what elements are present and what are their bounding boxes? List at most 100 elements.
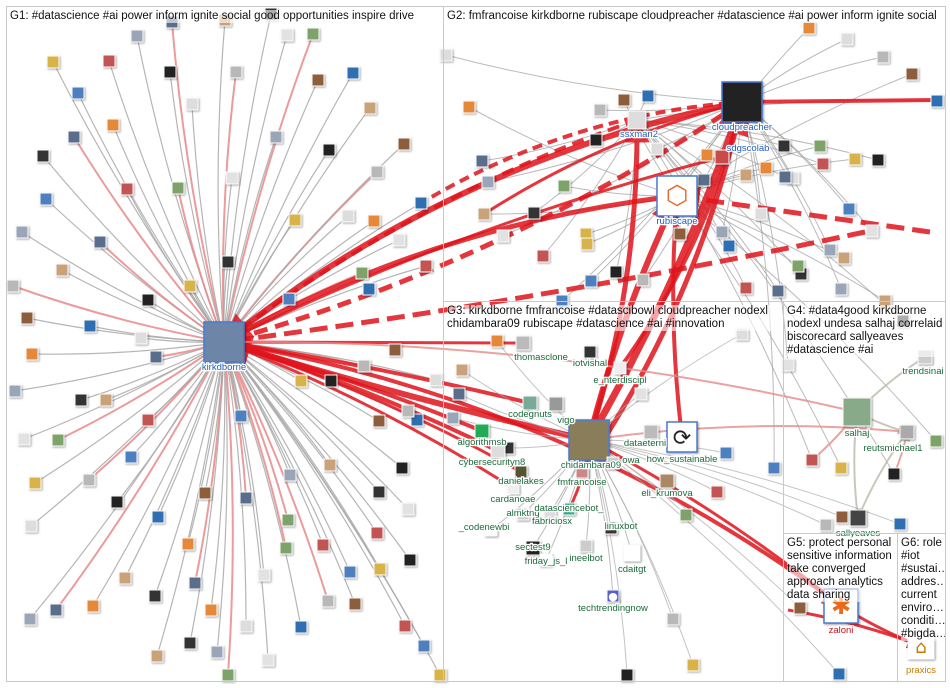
node-avatar[interactable]	[324, 374, 338, 388]
node-rubiscape[interactable]	[656, 175, 698, 217]
node-avatar[interactable]	[261, 653, 275, 667]
node-techtrendingnow[interactable]	[606, 589, 620, 603]
node-avatar[interactable]	[446, 411, 460, 425]
node-avatar[interactable]	[311, 73, 325, 87]
node-avatar[interactable]	[71, 86, 85, 100]
node-sallyeaves[interactable]	[849, 509, 867, 527]
node-avatar[interactable]	[151, 510, 165, 524]
node-vigo[interactable]	[548, 396, 564, 412]
node-avatar[interactable]	[55, 263, 69, 277]
node-cybersecurityn8[interactable]	[490, 443, 506, 459]
node-avatar[interactable]	[455, 363, 469, 377]
node-avatar[interactable]	[388, 343, 402, 357]
node-avatar[interactable]	[754, 207, 768, 221]
node-avatar[interactable]	[362, 282, 376, 296]
node-avatar[interactable]	[234, 409, 248, 423]
node-avatar[interactable]	[403, 553, 417, 567]
node-avatar[interactable]	[288, 213, 302, 227]
node-avatar[interactable]	[51, 433, 65, 447]
node-avatar[interactable]	[697, 173, 711, 187]
node-avatar[interactable]	[355, 266, 369, 280]
node-avatar[interactable]	[930, 94, 944, 108]
node-avatar[interactable]	[183, 636, 197, 650]
node-avatar[interactable]	[871, 153, 885, 167]
node-avatar[interactable]	[496, 229, 510, 243]
node-avatar[interactable]	[372, 485, 386, 499]
node-avatar[interactable]	[419, 259, 433, 273]
node-iotvishal[interactable]	[583, 345, 597, 359]
node-avatar[interactable]	[367, 214, 381, 228]
node-avatar[interactable]	[221, 255, 235, 269]
node-avatar[interactable]	[580, 237, 594, 251]
node-avatar[interactable]	[620, 668, 634, 682]
node-avatar[interactable]	[46, 55, 60, 69]
node-fabriciosx[interactable]	[543, 506, 557, 520]
node-avatar[interactable]	[557, 179, 571, 193]
node-avatar[interactable]	[771, 284, 785, 298]
node-avatar[interactable]	[840, 32, 854, 46]
node-avatar[interactable]	[477, 207, 491, 221]
node-avatar[interactable]	[257, 568, 271, 582]
node-avatar[interactable]	[893, 517, 907, 531]
node-avatar[interactable]	[617, 93, 631, 107]
node-avatar[interactable]	[6, 279, 20, 293]
node-avatar[interactable]	[781, 358, 795, 372]
node-algorithmsb[interactable]	[474, 423, 490, 439]
node-avatar[interactable]	[609, 265, 623, 279]
node-avatar[interactable]	[767, 461, 781, 475]
node-avatar[interactable]	[475, 154, 489, 168]
node-sdgscolab[interactable]	[714, 149, 730, 165]
node-avatar[interactable]	[584, 274, 598, 288]
node-avatar[interactable]	[462, 100, 476, 114]
node-avatar[interactable]	[225, 171, 239, 185]
node-avatar[interactable]	[149, 350, 163, 364]
node-avatar[interactable]	[832, 667, 846, 681]
node-avatar[interactable]	[134, 331, 148, 345]
node-avatar[interactable]	[876, 50, 890, 64]
node-avatar[interactable]	[527, 206, 541, 220]
node-avatar[interactable]	[120, 182, 134, 196]
node-avatar[interactable]	[118, 571, 132, 585]
node-avatar[interactable]	[24, 519, 38, 533]
node-avatar[interactable]	[805, 453, 819, 467]
node-avatar[interactable]	[373, 562, 387, 576]
node-avatar[interactable]	[929, 434, 943, 448]
node-avatar[interactable]	[341, 209, 355, 223]
node-avatar[interactable]	[778, 170, 792, 184]
node-avatar[interactable]	[673, 227, 687, 241]
node-avatar[interactable]	[210, 645, 224, 659]
node-avatar[interactable]	[837, 251, 851, 265]
node-avatar[interactable]	[150, 649, 164, 663]
node-avatar[interactable]	[20, 311, 34, 325]
node-avatar[interactable]	[865, 224, 879, 238]
node-avatar[interactable]	[269, 130, 283, 144]
node-avatar[interactable]	[722, 239, 736, 253]
node-avatar[interactable]	[414, 196, 428, 210]
node-avatar[interactable]	[17, 432, 31, 446]
node-avatar[interactable]	[401, 404, 415, 418]
node-avatar[interactable]	[49, 603, 63, 617]
node-avatar[interactable]	[36, 149, 50, 163]
node-avatar[interactable]	[124, 450, 138, 464]
node-avatar[interactable]	[363, 101, 377, 115]
node-codegnuts[interactable]	[522, 395, 538, 411]
node-avatar[interactable]	[148, 589, 162, 603]
node-avatar[interactable]	[322, 143, 336, 157]
node-avatar[interactable]	[813, 139, 827, 153]
node-avatar[interactable]	[280, 28, 294, 42]
node-avatar[interactable]	[106, 118, 120, 132]
node-avatar[interactable]	[398, 619, 412, 633]
node-avatar[interactable]	[83, 319, 97, 333]
node-avatar[interactable]	[279, 541, 293, 555]
node-avatar[interactable]	[15, 225, 29, 239]
node-avatar[interactable]	[23, 612, 37, 626]
node-avatar[interactable]	[372, 414, 386, 428]
node-avatar[interactable]	[204, 603, 218, 617]
node-linuxbot[interactable]	[604, 521, 618, 535]
node-avatar[interactable]	[700, 148, 714, 162]
node-avatar[interactable]	[433, 668, 447, 682]
node-avatar[interactable]	[835, 510, 849, 524]
node-avatar[interactable]	[181, 537, 195, 551]
node-avatar[interactable]	[636, 273, 650, 287]
node-avatar[interactable]	[536, 249, 550, 263]
